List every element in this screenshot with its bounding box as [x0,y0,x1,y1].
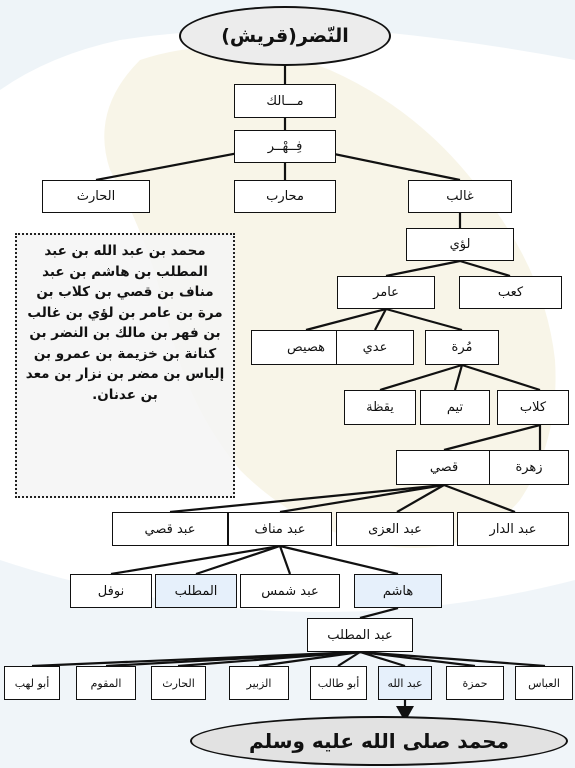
node-abu-talib: أبو طالب [310,666,367,700]
node-qusayy: قصي [396,450,492,485]
node-abdullah: عبد الله [378,666,432,700]
node-muharib: محارب [234,180,336,213]
node-malik: مـــالك [234,84,336,118]
node-kaab: كعب [459,276,562,309]
node-abd-muttalib: عبد المطلب [307,618,413,652]
node-adi: عدي [336,330,414,365]
node-murra: مُرة [425,330,499,365]
node-abd-uzza: عبد العزى [336,512,454,546]
node-fihr: فِــهْــر [234,130,336,163]
node-luayy: لؤي [406,228,514,261]
node-abd-manaf: عبد مناف [228,512,332,546]
node-amir: عامر [337,276,435,309]
node-abbas: العباس [515,666,573,700]
node-zubayr: الزبير [229,666,289,700]
node-muttalib: المطلب [155,574,237,608]
root-ellipse: النّضر(قريش) [179,6,391,66]
node-abd-shams: عبد شمس [240,574,340,608]
lineage-text-box: محمد بن عبد الله بن عبد المطلب بن هاشم ب… [15,233,235,498]
node-abd-dar: عبد الدار [457,512,569,546]
node-nawfal: نوفل [70,574,152,608]
node-taym: تيم [420,390,490,425]
node-abu-lahab: أبو لهب [4,666,60,700]
prophet-ellipse: محمد صلى الله عليه وسلم [190,716,568,766]
node-zuhra: زهرة [489,450,569,485]
node-abd-qusayy: عبد قصي [112,512,228,546]
node-yaqaza: يقظة [344,390,416,425]
node-kilab: كلاب [497,390,569,425]
node-harith-1: الحارث [42,180,150,213]
node-hashim: هاشم [354,574,442,608]
node-ghalib: غالب [408,180,512,213]
node-hamza: حمزة [446,666,504,700]
node-harith-2: الحارث [151,666,206,700]
node-muqawwim: المقوم [76,666,136,700]
